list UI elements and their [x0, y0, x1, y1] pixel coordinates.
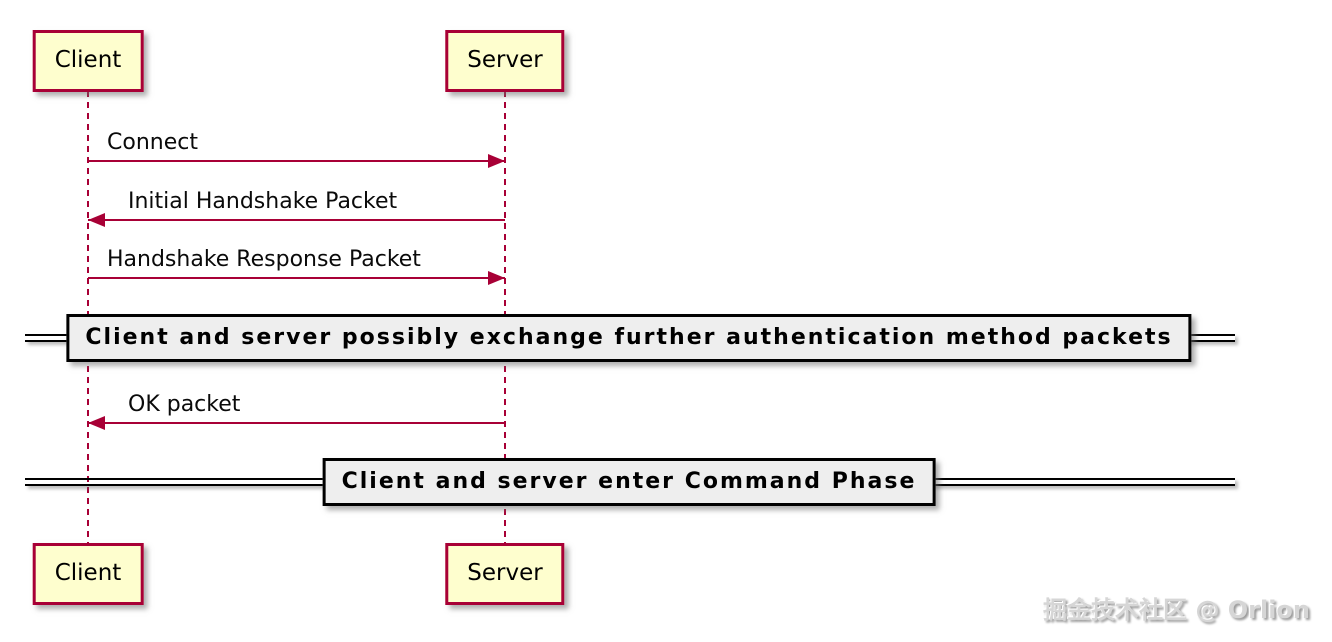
divider-command-phase: Client and server enter Command Phase [322, 458, 936, 506]
arrowhead-left-icon [88, 416, 105, 430]
message-label-handshake-response: Handshake Response Packet [107, 247, 421, 272]
divider-label: Client and server possibly exchange furt… [85, 325, 1173, 350]
message-arrow-connect [88, 160, 505, 162]
actor-client-top: Client [32, 30, 144, 92]
message-arrow-initial-handshake [88, 219, 505, 221]
arrowhead-left-icon [88, 213, 105, 227]
watermark-text: 掘金技术社区 @ Orlion [1043, 596, 1310, 624]
actor-client-bottom: Client [32, 543, 144, 605]
actor-server-top: Server [445, 30, 565, 92]
message-arrow-handshake-response [88, 277, 505, 279]
message-arrow-ok-packet [88, 422, 505, 424]
actor-server-bottom: Server [445, 543, 565, 605]
message-label-connect: Connect [107, 130, 198, 155]
message-label-ok-packet: OK packet [128, 392, 241, 417]
arrowhead-right-icon [488, 154, 505, 168]
divider-label: Client and server enter Command Phase [341, 469, 917, 494]
message-label-initial-handshake: Initial Handshake Packet [128, 189, 398, 214]
arrowhead-right-icon [488, 271, 505, 285]
divider-auth-packets: Client and server possibly exchange furt… [66, 314, 1192, 362]
